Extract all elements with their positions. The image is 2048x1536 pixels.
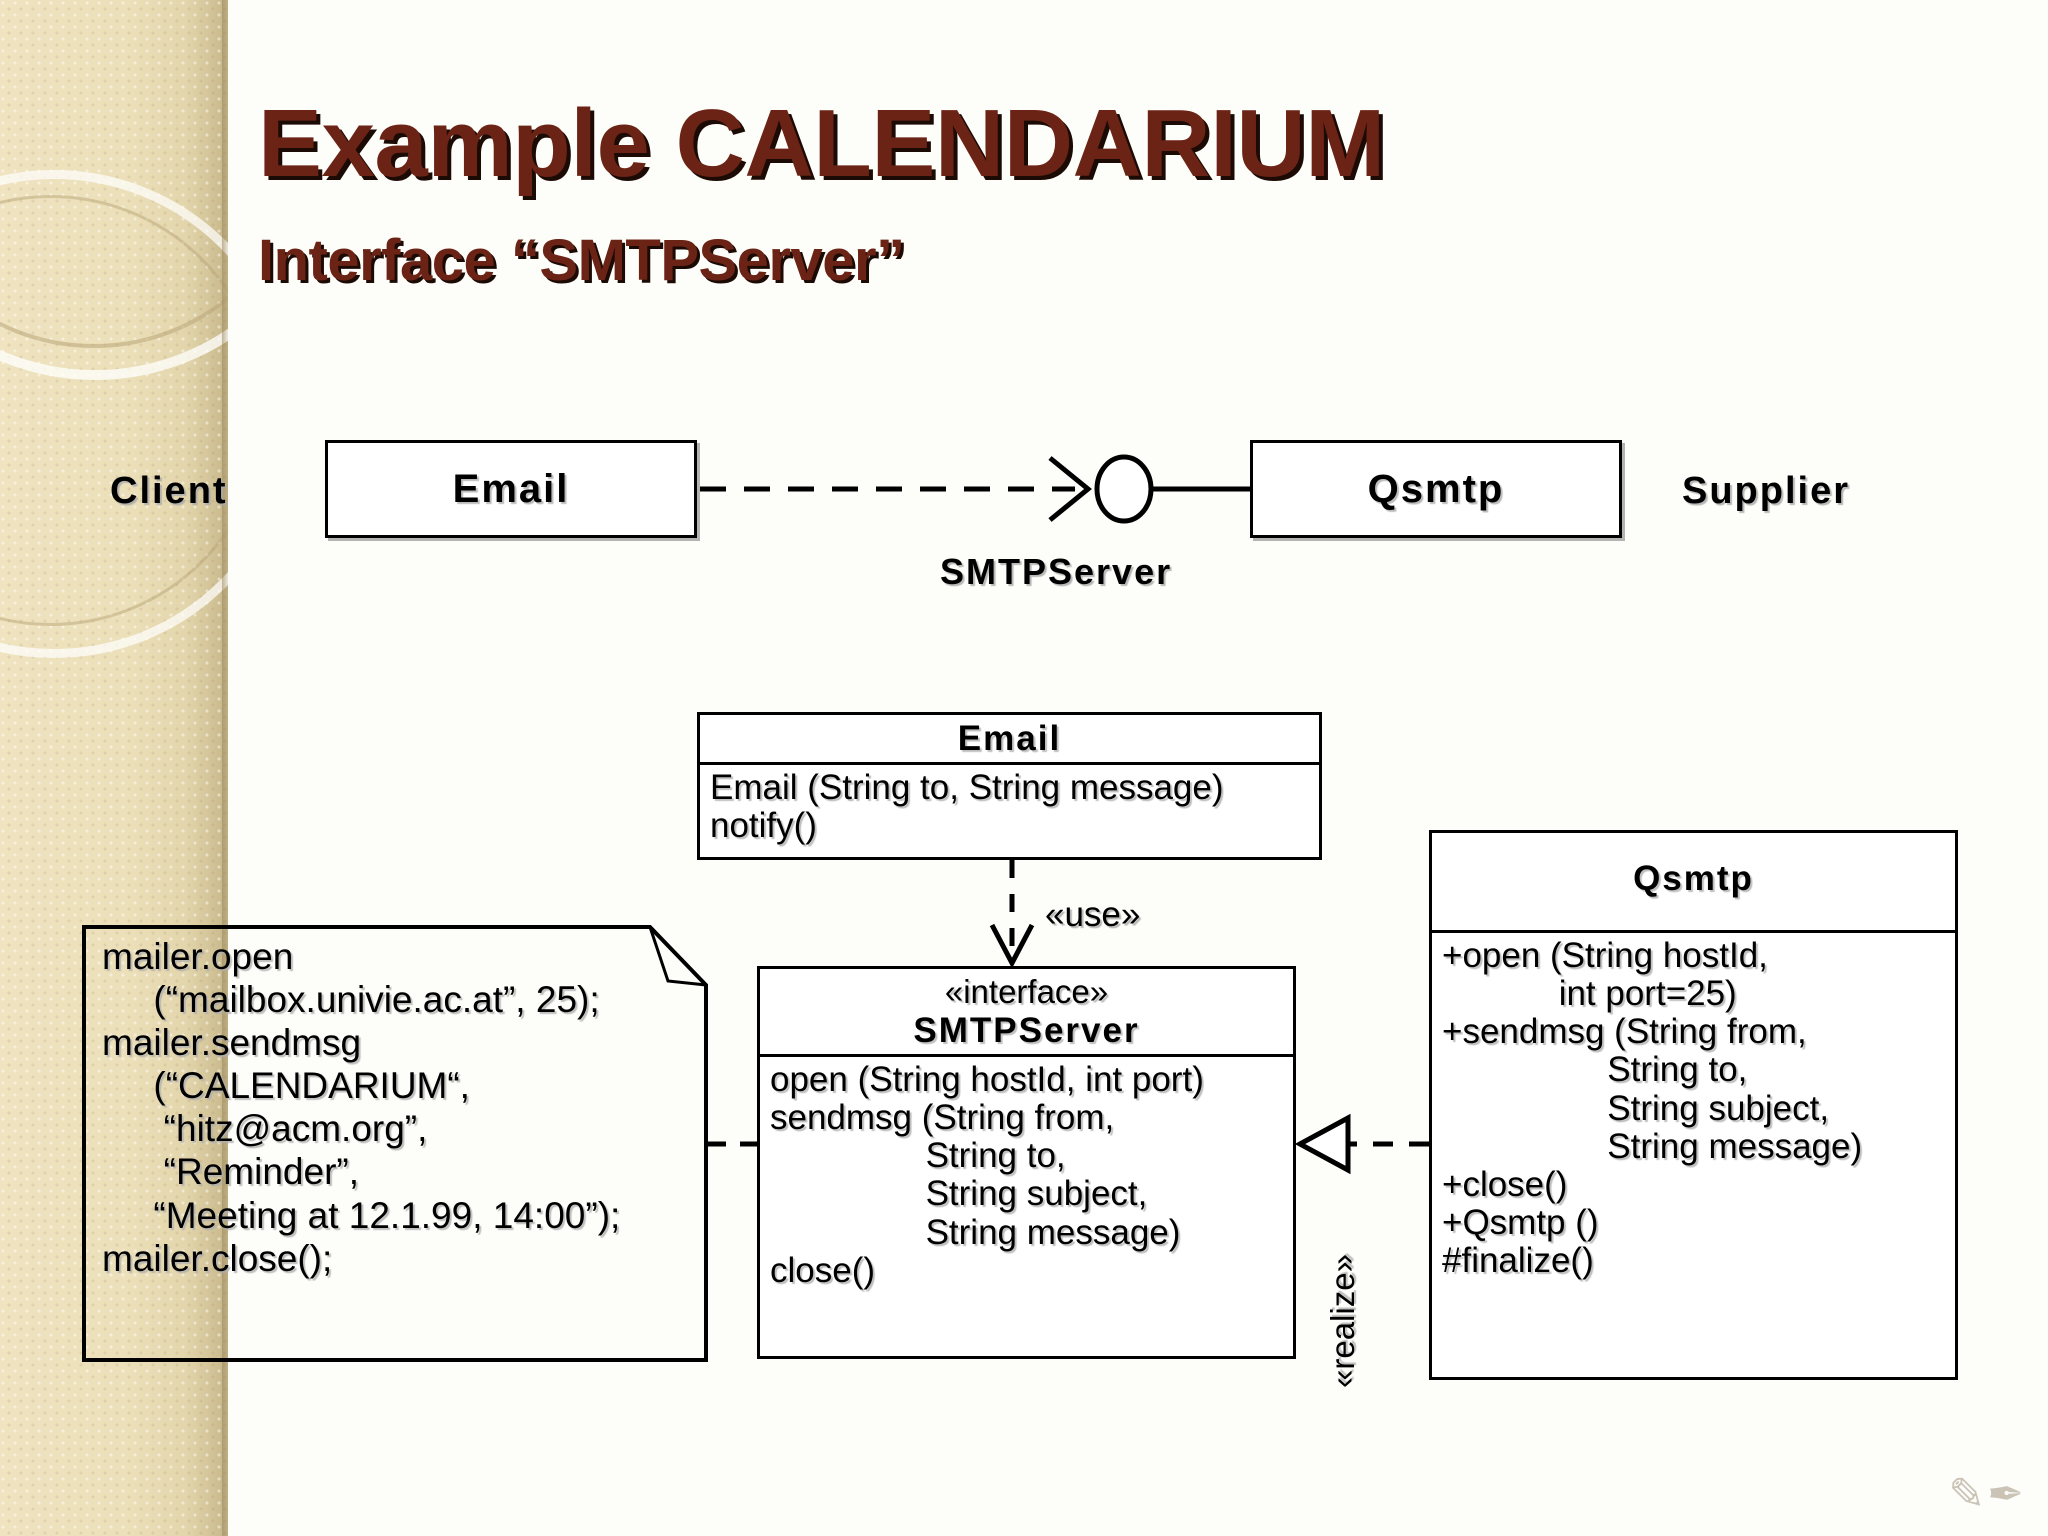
class-box-qsmtp: Qsmtp +open (String hostId, int port=25)…	[1429, 830, 1958, 1380]
class-member: int port=25)	[1442, 974, 1737, 1014]
class-member: +open (String hostId,	[1442, 936, 1768, 975]
class-member: sendmsg (String from,	[770, 1098, 1115, 1138]
class-member: String message)	[770, 1212, 1181, 1252]
class-member: open (String hostId, int port)	[770, 1060, 1204, 1099]
note-shape	[82, 925, 708, 1362]
class-name-qsmtp: Qsmtp	[1633, 859, 1754, 898]
class-box-email: Email Email (String to, String message) …	[697, 712, 1322, 860]
band-texture	[0, 0, 228, 1536]
class-member: String to,	[770, 1136, 1066, 1176]
interface-lollipop-circle	[1094, 454, 1154, 524]
dependency-arrowhead	[1048, 456, 1092, 522]
realize-stereotype-label: «realize»	[1324, 1254, 1361, 1388]
qsmtp-component-title: Qsmtp	[1367, 467, 1505, 511]
class-head-email: Email	[700, 715, 1319, 765]
class-member: close()	[770, 1250, 876, 1290]
class-member: +Qsmtp ()	[1442, 1202, 1599, 1242]
class-member: +sendmsg (String from,	[1442, 1012, 1807, 1052]
class-member: notify()	[710, 806, 817, 846]
class-body-smtpserver: open (String hostId, int port) sendmsg (…	[760, 1057, 1293, 1290]
class-head-qsmtp: Qsmtp	[1432, 833, 1955, 933]
class-member: String subject,	[770, 1174, 1148, 1214]
class-box-smtpserver: «interface» SMTPServer open (String host…	[757, 966, 1296, 1359]
class-body-qsmtp: +open (String hostId, int port=25) +send…	[1432, 933, 1955, 1280]
realization-triangle-arrowhead	[1294, 1113, 1351, 1175]
smtpserver-interface-label: SMTPServer	[940, 551, 1173, 592]
decorative-left-band	[0, 0, 228, 1536]
class-body-email: Email (String to, String message) notify…	[700, 765, 1319, 845]
email-component-title: Email	[452, 467, 570, 511]
class-member: #finalize()	[1442, 1241, 1594, 1281]
band-gradient	[0, 0, 228, 1536]
class-name-email: Email	[957, 719, 1062, 758]
client-role-label: Client	[110, 470, 228, 512]
class-member: Email (String to, String message)	[710, 768, 1224, 807]
supplier-role-label: Supplier	[1682, 470, 1851, 512]
class-member: String to,	[1442, 1050, 1748, 1090]
email-component-box: Email	[325, 440, 697, 538]
class-stereotype-interface: «interface»	[944, 973, 1109, 1010]
qsmtp-component-box: Qsmtp	[1250, 440, 1622, 538]
class-name-smtpserver: SMTPServer	[913, 1011, 1140, 1050]
pen-decoration-icon: ✎✒	[1948, 1470, 2026, 1519]
use-dependency-arrowhead	[989, 923, 1035, 969]
code-note-box: mailer.open (“mailbox.univie.ac.at”, 25)…	[82, 925, 708, 1362]
use-stereotype-label: «use»	[1045, 895, 1141, 934]
page-subtitle: Interface “SMTPServer”	[258, 228, 905, 293]
class-member: +close()	[1442, 1164, 1568, 1204]
page-title: Example CALENDARIUM	[258, 90, 1385, 197]
note-code-text: mailer.open (“mailbox.univie.ac.at”, 25)…	[102, 936, 621, 1279]
band-edge-shadow	[222, 0, 228, 1536]
class-member: String subject,	[1442, 1088, 1830, 1128]
class-head-smtpserver: «interface» SMTPServer	[760, 969, 1293, 1057]
class-member: String message)	[1442, 1126, 1863, 1166]
